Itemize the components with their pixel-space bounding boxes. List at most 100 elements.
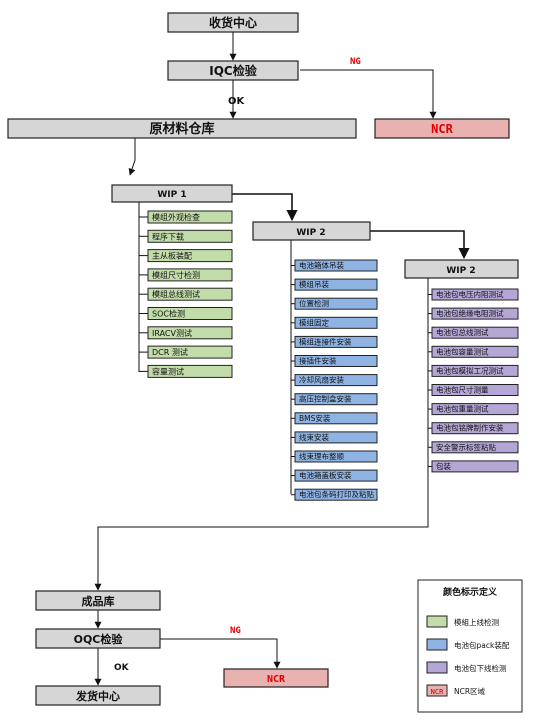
wip1-step-box: [147, 210, 233, 224]
wip2a-step-box: [294, 469, 378, 482]
wip2b-step-label: 电池包绝缘电阻测试: [436, 308, 504, 318]
ncr-box-top: [374, 118, 510, 139]
wip1-step-label: 容量测试: [152, 366, 184, 376]
wip2a-step-label: 电池箱体吊装: [299, 260, 344, 270]
wip1-step-label: DCR 测试: [152, 347, 188, 357]
legend-label: 模組上线检测: [454, 617, 499, 627]
raw-material-box: [7, 118, 357, 139]
wip2a-step-label: 高压控制盒安装: [299, 394, 352, 404]
legend-swatch: [426, 638, 448, 651]
wip1-step-box: [147, 268, 233, 282]
wip2a-step-box: [294, 259, 378, 272]
ok-label-oqc: OK: [114, 663, 130, 673]
iqc-box: [167, 60, 299, 81]
oqc-label: OQC检验: [74, 632, 124, 646]
wip2a-step-label: 模组连接件安装: [299, 336, 352, 346]
wip2a-title: WIP 2: [296, 228, 325, 238]
wip2b-title: WIP 2: [446, 266, 475, 276]
legend-title: 颜色标示定义: [443, 586, 498, 598]
wip2b-step-box: [431, 345, 519, 358]
wip1-title: WIP 1: [157, 190, 186, 200]
wip2a-step-box: [294, 278, 378, 291]
wip1-step-box: [147, 364, 233, 378]
wip1-step-box: [147, 326, 233, 340]
legend-label: 电池包pack装配: [454, 640, 510, 650]
wip1-step-list: 模组外观检查程序下载主从板装配模组尺寸检测模组总线测试SOC检测IRACV测试D…: [147, 210, 233, 378]
wip1-step-label: 主从板装配: [152, 251, 192, 261]
wip2b-step-box: [431, 403, 519, 416]
wip2b-step-label: 电池包尺寸测量: [436, 385, 489, 395]
connector-iqc-ncr: [300, 69, 437, 119]
wip2b-step-box: [431, 422, 519, 435]
wip1-step-label: SOC检测: [152, 309, 185, 319]
wip2a-step-box: [294, 393, 378, 406]
shipping-label: 发货中心: [75, 689, 120, 703]
raw-material-label: 原材料仓库: [149, 121, 214, 137]
wip1-step-label: 程序下载: [152, 231, 184, 241]
ng-label-oqc: NG: [230, 626, 241, 636]
connector-wip2b-finished: [94, 518, 429, 591]
wip1-step-label: 模组总线测试: [152, 289, 200, 299]
shipping-box: [35, 685, 161, 706]
ng-label-iqc: NG: [350, 57, 361, 67]
wip2a-step-box: [294, 335, 378, 348]
wip2b-step-label: 电池包铭牌制作安装: [436, 423, 504, 433]
iqc-label: IQC检验: [209, 63, 257, 78]
wip2a-box: [252, 221, 371, 241]
wip1-step-label: 模组外观检查: [152, 212, 200, 222]
wip2b-step-label: 电池包重量测试: [436, 404, 489, 414]
wip2a-step-label: 模组固定: [299, 317, 329, 327]
connector-oqc-ncr2: [160, 638, 281, 669]
finished-goods-label: 成品库: [82, 594, 115, 608]
wip2b-step-box: [431, 384, 519, 396]
legend-swatch: [426, 615, 448, 628]
ncr-label-bottom: NCR: [267, 674, 286, 685]
wip2b-step-list: 电池包电压内阻测试电池包绝缘电阻测试电池包总线测试电池包容量测试电池包模拟工况测…: [431, 288, 519, 473]
wip2b-box: [404, 259, 519, 279]
wip2b-step-label: 电池包电压内阻测试: [436, 289, 504, 299]
wip2a-step-box: [294, 412, 378, 425]
wip2a-step-label: 位置检测: [299, 298, 329, 308]
wip2b-step-label: 包装: [436, 461, 451, 471]
wip2a-step-list: 电池箱体吊装模组吊装位置检测模组固定模组连接件安装接插件安装冷却风扇安装高压控制…: [294, 259, 378, 501]
wip1-step-label: IRACV测试: [152, 328, 192, 338]
wip2b-step-box: [431, 288, 519, 301]
receiving-label: 收货中心: [209, 15, 257, 30]
receiving-box: [167, 12, 299, 33]
legend-swatch: [426, 661, 448, 674]
oqc-box: [35, 628, 161, 649]
legend-label: 电池包下线检测: [454, 663, 507, 673]
wip1-step-box: [147, 345, 233, 359]
wip2b-step-box: [431, 307, 519, 320]
connector-raw-wip1: [128, 138, 136, 176]
wip2b-step-box: [431, 364, 519, 377]
wip2b-step-box: [431, 326, 519, 339]
wip1-step-box: [147, 307, 233, 320]
wip2a-step-box: [294, 450, 378, 463]
wip2a-step-box: [294, 431, 378, 444]
wip2b-step-label: 电池包总线测试: [436, 327, 489, 337]
wip2b-step-box: [431, 441, 519, 454]
wip2a-step-label: 接插件安装: [299, 356, 337, 366]
ok-label-iqc: OK: [228, 96, 246, 107]
legend-swatch: [426, 684, 448, 697]
wip2a-step-label: 线束安装: [299, 432, 329, 442]
connector-wip1-wip2a: [232, 193, 298, 222]
wip2a-step-box: [294, 355, 378, 367]
wip2b-step-label: 电池包模拟工况测试: [436, 365, 504, 375]
wip2a-step-label: 线束理布整顺: [299, 451, 344, 461]
wip2a-step-label: BMS安装: [299, 413, 331, 423]
legend-swatch-text: NCR: [431, 688, 444, 696]
wip2a-step-box: [294, 488, 378, 501]
wip2b-step-box: [431, 460, 519, 473]
wip2a-step-label: 模组吊装: [299, 279, 329, 289]
wip2b-step-label: 安全警示标签粘贴: [436, 442, 496, 452]
legend-label: NCR区域: [454, 686, 486, 696]
ncr-box-bottom: [223, 668, 329, 688]
wip1-box: [111, 184, 233, 203]
wip2a-step-label: 冷却风扇安装: [299, 375, 344, 385]
finished-goods-box: [35, 590, 161, 611]
wip1-step-box: [147, 229, 233, 243]
